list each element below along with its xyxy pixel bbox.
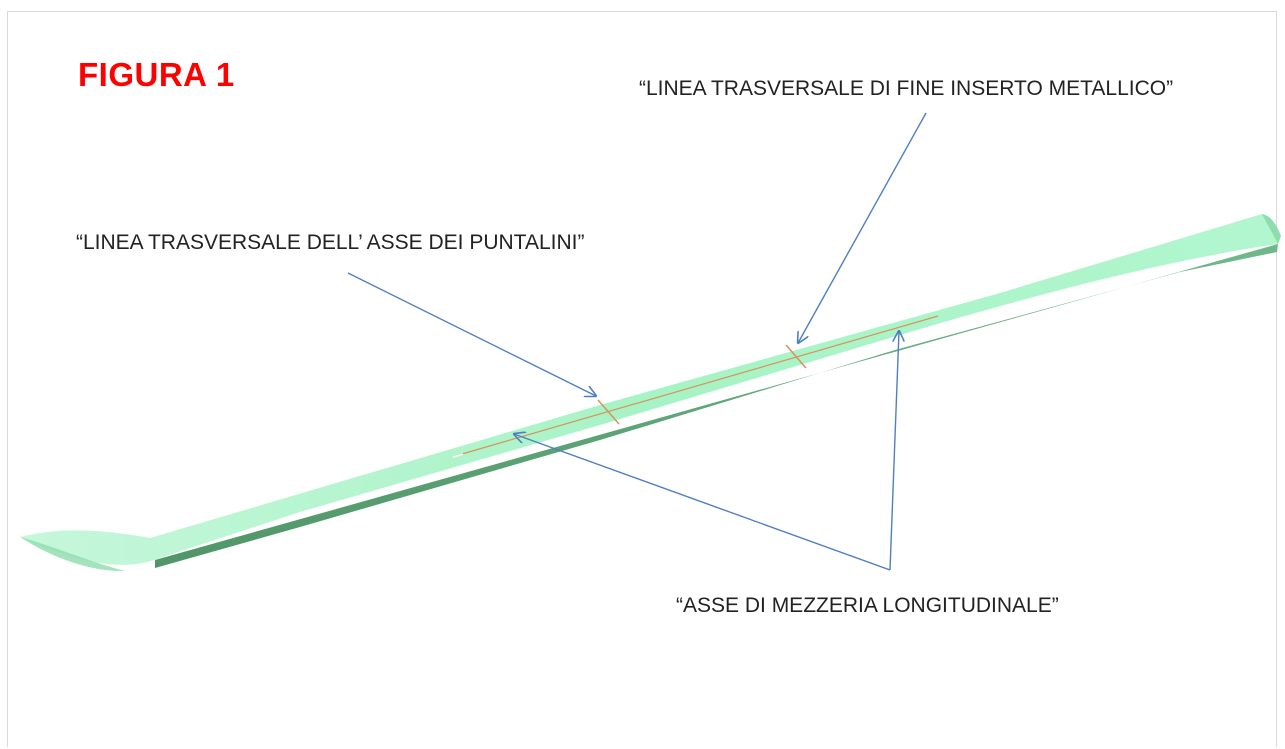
figure-title: FIGURA 1 bbox=[78, 56, 235, 93]
insert-end-transverse-line bbox=[785, 344, 807, 369]
figure-frame bbox=[7, 11, 1277, 747]
binding-toe-transverse-line bbox=[597, 399, 620, 425]
ski-tip-shade bbox=[20, 537, 125, 572]
arrow-insert-end bbox=[798, 112, 927, 343]
label-binding-toe-axis-line: “LINEA TRASVERSALE DELL’ ASSE DEI PUNTAL… bbox=[76, 231, 585, 254]
arrow-centerline-right bbox=[889, 331, 899, 571]
arrow-binding-toe bbox=[347, 272, 596, 396]
label-longitudinal-centerline: “ASSE DI MEZZERIA LONGITUDINALE” bbox=[676, 594, 1059, 617]
longitudinal-centerline bbox=[454, 315, 939, 457]
label-insert-end-line: “LINEA TRASVERSALE DI FINE INSERTO METAL… bbox=[639, 77, 1174, 100]
ski-side-edge bbox=[155, 244, 1278, 568]
ski-top-surface bbox=[20, 214, 1281, 565]
ski-tail-shade bbox=[1262, 214, 1281, 244]
arrow-centerline-left bbox=[514, 434, 891, 571]
centerline-dash bbox=[452, 453, 464, 458]
